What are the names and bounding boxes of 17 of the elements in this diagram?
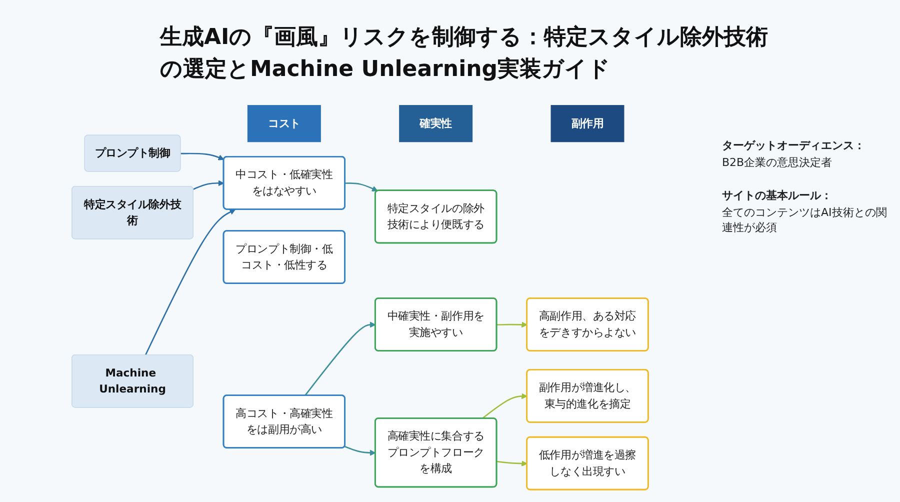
arrow bbox=[144, 209, 236, 356]
arrow bbox=[482, 393, 528, 420]
node-box: 確実性 bbox=[399, 105, 473, 142]
node-box: 副作用 bbox=[550, 105, 624, 142]
arrow bbox=[304, 322, 376, 396]
node-box: コスト bbox=[247, 105, 321, 142]
arrow bbox=[496, 322, 528, 328]
arrow bbox=[180, 152, 224, 160]
arrow bbox=[496, 460, 528, 466]
arrow bbox=[193, 180, 224, 190]
title: 生成AIの『画風』リスクを制御する：特定スタイル除外技術の選定とMachine Unlearning実装ガイド bbox=[160, 24, 770, 84]
note-heading: サイトの基本ルール： bbox=[722, 188, 833, 203]
note-text: B2B企業の意思決定者 bbox=[722, 155, 834, 170]
arrow bbox=[345, 182, 378, 192]
note-text: 全てのコンテンツはAI技術との関連性が必須 bbox=[722, 205, 888, 235]
arrow bbox=[344, 446, 376, 456]
note-heading: ターゲットオーディエンス： bbox=[722, 138, 866, 153]
